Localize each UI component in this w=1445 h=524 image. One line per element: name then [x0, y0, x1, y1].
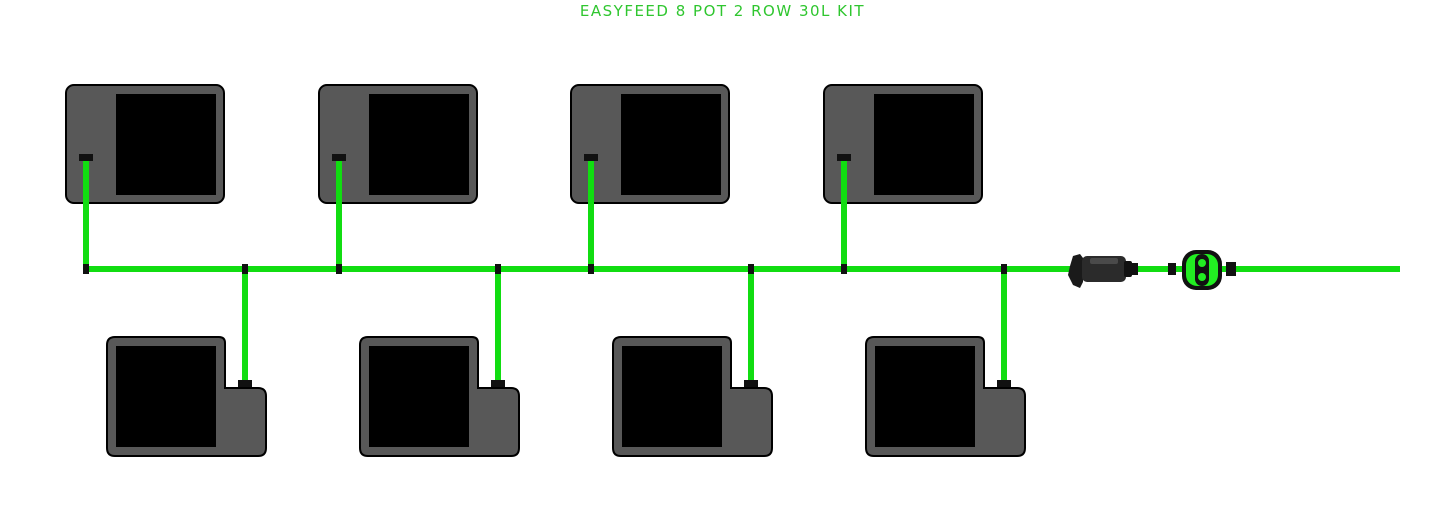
- tee-fitting: [336, 264, 342, 274]
- main-feed-line: [83, 266, 1400, 272]
- pot-bottom-2: [359, 336, 520, 457]
- tee-fitting: [1001, 264, 1007, 274]
- feed-valve-icon: [1168, 250, 1236, 290]
- pot-bottom-1: [106, 336, 267, 457]
- pot-soil: [369, 346, 469, 447]
- pot-top-2: [318, 84, 478, 204]
- pot-soil: [116, 346, 216, 447]
- end-stop-fitting: [83, 264, 89, 274]
- feed-tube: [1001, 269, 1007, 384]
- feed-tube: [748, 269, 754, 384]
- pot-fitting: [79, 154, 93, 161]
- tee-fitting: [242, 264, 248, 274]
- tee-fitting: [495, 264, 501, 274]
- pot-top-1: [65, 84, 225, 204]
- pot-fitting: [584, 154, 598, 161]
- pot-top-3: [570, 84, 730, 204]
- pot-fitting: [238, 380, 252, 387]
- pot-fitting: [997, 380, 1011, 387]
- pot-soil: [622, 346, 722, 447]
- pots-layer: [65, 84, 1026, 457]
- feed-tube: [495, 269, 501, 384]
- inline-filter-icon: [1068, 254, 1138, 288]
- pot-fitting: [491, 380, 505, 387]
- pot-fitting: [744, 380, 758, 387]
- pot-soil: [875, 346, 975, 447]
- tee-fitting: [841, 264, 847, 274]
- pot-bottom-4: [865, 336, 1026, 457]
- tubes-layer: [83, 158, 1400, 384]
- pot-soil: [874, 94, 974, 195]
- pot-soil: [621, 94, 721, 195]
- tee-fitting: [588, 264, 594, 274]
- pot-top-4: [823, 84, 983, 204]
- feed-tube: [83, 158, 89, 269]
- feed-tube: [841, 158, 847, 269]
- pot-fitting: [837, 154, 851, 161]
- pot-fitting: [332, 154, 346, 161]
- pot-bottom-3: [612, 336, 773, 457]
- feed-tube: [242, 269, 248, 384]
- pot-soil: [369, 94, 469, 195]
- feed-tube: [588, 158, 594, 269]
- fittings-layer: [79, 154, 1011, 387]
- diagram-title: EASYFEED 8 POT 2 ROW 30L KIT: [579, 2, 866, 20]
- feed-tube: [336, 158, 342, 269]
- pot-soil: [116, 94, 216, 195]
- tee-fitting: [748, 264, 754, 274]
